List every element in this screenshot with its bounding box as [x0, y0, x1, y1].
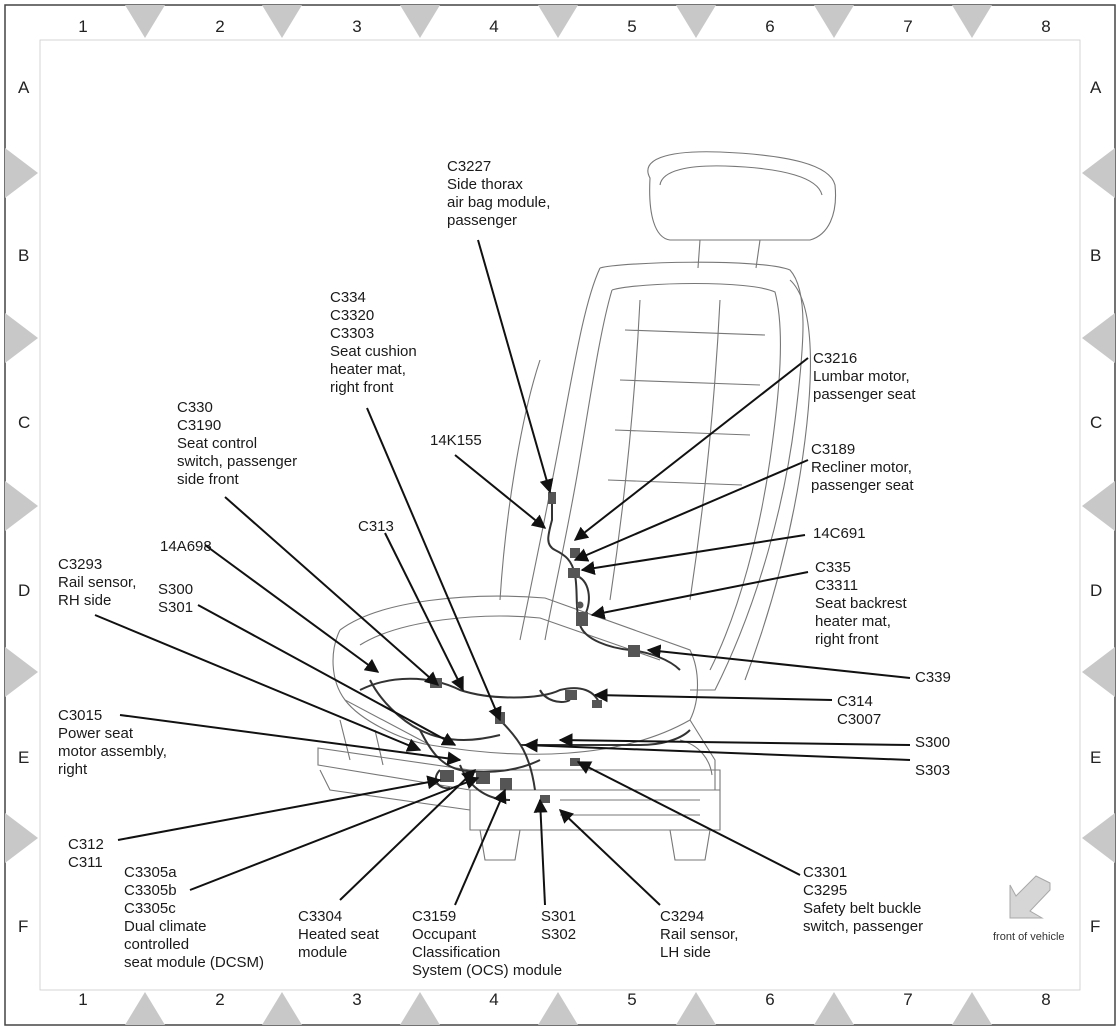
front-of-vehicle-arrow [1009, 875, 1051, 919]
grid-col-2-bottom: 2 [215, 990, 225, 1009]
connectors [430, 492, 640, 803]
callout-s300-s301: S300 S301 [158, 581, 194, 616]
callout-c3216: C3216 Lumbar motor, passenger seat [813, 350, 916, 403]
grid-col-3-bottom: 3 [352, 990, 362, 1009]
callout-s301-s302: S301 S302 [541, 908, 577, 943]
callout-c3189: C3189 Recliner motor, passenger seat [811, 441, 914, 494]
grid-row-e-left: E [18, 748, 30, 767]
callout-s300: S300 [915, 734, 951, 751]
callout-c313: C313 [358, 518, 394, 535]
grid-row-b-right: B [1090, 246, 1102, 265]
grid-col-4-top: 4 [489, 17, 499, 36]
bottom-grid-markers [125, 992, 992, 1025]
grid-col-4-bottom: 4 [489, 990, 499, 1009]
grid-row-c-left: C [18, 413, 31, 432]
grid-row-f-left: F [18, 917, 29, 936]
grid-col-2-top: 2 [215, 17, 225, 36]
callout-c3294: C3294 Rail sensor, LH side [660, 908, 739, 961]
grid-row-a-left: A [18, 78, 30, 97]
right-grid-markers [1082, 148, 1115, 863]
grid-row-e-right: E [1090, 748, 1102, 767]
inner-border [39, 39, 1081, 991]
callout-c334: C334 C3320 C3303 Seat cushion heater mat… [330, 289, 417, 396]
callout-14k155: 14K155 [430, 432, 482, 449]
grid-col-8-bottom: 8 [1041, 990, 1051, 1009]
callout-c3227: C3227 Side thorax air bag module, passen… [447, 158, 551, 229]
callout-c330: C330 C3190 Seat control switch, passenge… [177, 399, 298, 488]
grid-row-c-right: C [1090, 413, 1103, 432]
grid-col-8-top: 8 [1041, 17, 1051, 36]
top-grid-markers [125, 5, 992, 38]
grid-row-d-right: D [1090, 581, 1103, 600]
grid-col-5-bottom: 5 [627, 990, 637, 1009]
grid-row-b-left: B [18, 246, 30, 265]
grid-col-3-top: 3 [352, 17, 362, 36]
callout-c3305: C3305a C3305b C3305c Dual climate contro… [124, 864, 265, 971]
left-grid-markers [5, 148, 38, 863]
grid-row-d-left: D [18, 581, 31, 600]
callout-c3301: C3301 C3295 Safety belt buckle switch, p… [803, 864, 924, 935]
front-of-vehicle-label: front of vehicle [993, 931, 1065, 943]
callout-14a698: 14A698 [160, 538, 212, 555]
callout-14c691: 14C691 [813, 525, 866, 542]
callout-c335: C335 C3311 Seat backrest heater mat, rig… [815, 559, 907, 648]
leader-lines [94, 239, 911, 906]
grid-col-6-bottom: 6 [765, 990, 775, 1009]
grid-col-1-bottom: 1 [78, 990, 88, 1009]
grid-col-1-top: 1 [78, 17, 88, 36]
callout-c339: C339 [915, 669, 951, 686]
callout-c314: C314 C3007 [837, 693, 882, 728]
grid-col-6-top: 6 [765, 17, 775, 36]
callout-c3015: C3015 Power seat motor assembly, right [58, 707, 167, 778]
grid-col-7-top: 7 [903, 17, 913, 36]
wiring-harness [359, 497, 691, 801]
callout-c3159: C3159 Occupant Classification System (OC… [412, 908, 563, 979]
grid-col-5-top: 5 [627, 17, 637, 36]
callout-c3304: C3304 Heated seat module [298, 908, 379, 961]
callout-s303: S303 [915, 762, 951, 779]
callout-c3293: C3293 Rail sensor, RH side [58, 556, 137, 609]
grid-row-a-right: A [1090, 78, 1102, 97]
grid-row-f-right: F [1090, 917, 1101, 936]
grid-col-7-bottom: 7 [903, 990, 913, 1009]
callout-c312: C312 C311 [68, 836, 104, 871]
